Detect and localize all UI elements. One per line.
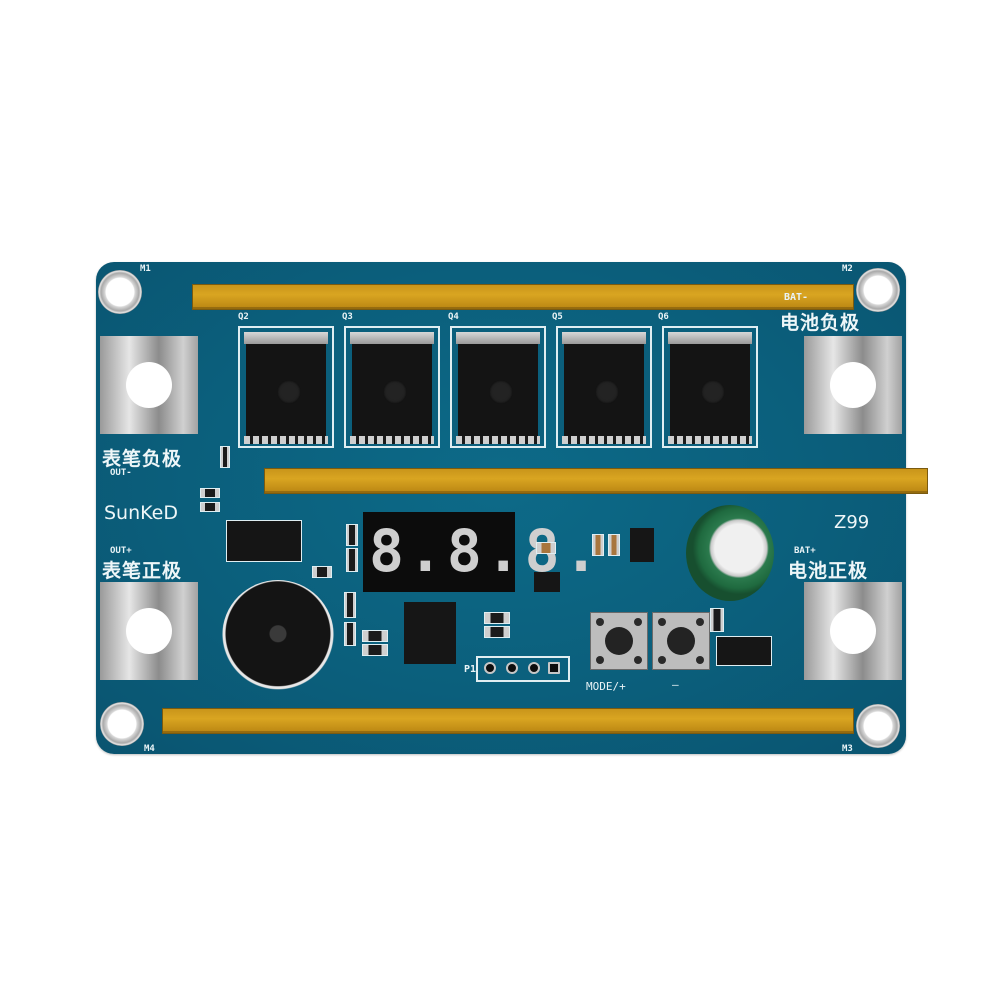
smd-capacitor (592, 534, 604, 556)
label-m4: M4 (144, 744, 155, 754)
top-busbar (192, 284, 854, 310)
mosfet-q5 (556, 326, 652, 448)
label-m1: M1 (140, 264, 151, 274)
header-p1 (476, 656, 570, 682)
label-p1: P1 (464, 664, 477, 675)
smd-resistor (312, 566, 332, 578)
smd-resistor (484, 612, 510, 624)
label-out-negative-cn: 表笔负极 (102, 448, 183, 470)
spot-welder-pcb: M1 M2 M3 M4 Q2 Q3 Q4 Q5 Q6 表笔负极 OUT- BAT… (96, 262, 928, 754)
mounting-hole-m2 (856, 268, 900, 312)
mosfet-q4 (450, 326, 546, 448)
label-out-positive-cn: 表笔正极 (102, 560, 183, 582)
mounting-hole-m4 (100, 702, 144, 746)
transistor-chip (534, 572, 560, 592)
label-bat-positive-cn: 电池正极 (788, 560, 869, 582)
mosfet-q2 (238, 326, 334, 448)
label-out-negative: OUT- (110, 468, 132, 478)
terminal-pad-out-negative (100, 336, 198, 434)
smd-resistor (346, 548, 358, 572)
microcontroller-chip (404, 602, 456, 664)
smd-resistor (710, 608, 724, 632)
mounting-hole-m1 (98, 270, 142, 314)
label-bat-negative: BAT- (784, 292, 809, 303)
smd-resistor (220, 446, 230, 468)
label-q5: Q5 (552, 312, 563, 322)
label-m3: M3 (842, 744, 853, 754)
bottom-busbar (162, 708, 854, 734)
model-label: Z99 (834, 512, 870, 533)
smd-resistor (346, 524, 358, 546)
brand-label: SunKeD (104, 502, 178, 524)
label-q3: Q3 (342, 312, 353, 322)
buzzer (222, 580, 334, 692)
smd-resistor (344, 622, 356, 646)
mosfet-q3 (344, 326, 440, 448)
mosfet-q6 (662, 326, 758, 448)
smd-resistor (200, 502, 220, 512)
middle-busbar (264, 468, 928, 494)
label-m2: M2 (842, 264, 853, 274)
smd-resistor (362, 630, 388, 642)
seven-segment-display: 8.8.8. (363, 512, 599, 592)
terminal-pad-bat-positive (804, 582, 902, 680)
mounting-hole-m3 (856, 704, 900, 748)
smd-resistor (362, 644, 388, 656)
smd-resistor (344, 592, 356, 618)
smd-resistor (200, 488, 220, 498)
label-bat-negative-cn: 电池负极 (780, 312, 861, 334)
minus-label: — (672, 678, 679, 691)
smd-resistor (484, 626, 510, 638)
terminal-pad-out-positive (100, 582, 198, 680)
label-bat-positive: BAT+ (794, 546, 816, 556)
terminal-pad-bat-negative (804, 336, 902, 434)
mode-plus-label: MODE/+ (586, 680, 626, 693)
optocoupler-chip (226, 520, 302, 562)
minus-button[interactable] (652, 612, 710, 670)
label-q2: Q2 (238, 312, 249, 322)
label-q6: Q6 (658, 312, 669, 322)
smd-capacitor (608, 534, 620, 556)
electrolytic-capacitor (686, 505, 774, 601)
label-out-positive: OUT+ (110, 546, 132, 556)
smd-diode (716, 636, 772, 666)
mode-plus-button[interactable] (590, 612, 648, 670)
label-q4: Q4 (448, 312, 459, 322)
display-digits: 8.8.8. (369, 517, 603, 585)
smd-capacitor (536, 542, 556, 554)
regulator-chip (630, 528, 654, 562)
